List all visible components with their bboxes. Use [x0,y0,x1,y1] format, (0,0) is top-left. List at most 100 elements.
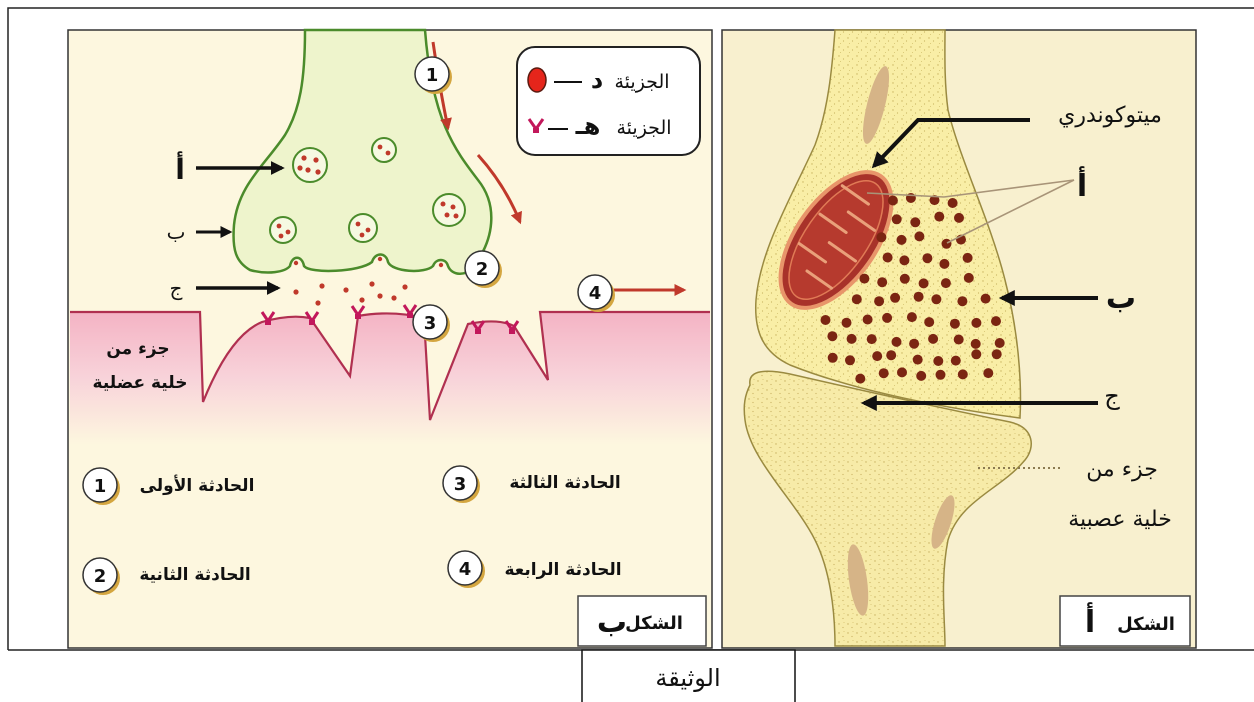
synaptic-vesicle [916,371,926,381]
legend-molecule-d-letter: د [591,66,603,94]
synaptic-vesicle [971,339,981,349]
synaptic-vesicle [855,374,865,384]
event-legend-4-number: 4 [459,559,472,580]
synaptic-vesicle [859,274,869,284]
synaptic-vesicle [936,370,946,380]
muscle-cell-label-line2: خلية عضلية [93,373,188,393]
synaptic-vesicle [821,315,831,325]
synaptic-vesicle [872,351,882,361]
synaptic-vesicle [957,296,967,306]
synaptic-vesicle [934,212,944,222]
synaptic-vesicle [270,217,296,243]
synaptic-vesicle [971,318,981,328]
synaptic-vesicle [876,232,886,242]
synaptic-vesicle [981,294,991,304]
synaptic-vesicle [928,334,938,344]
synaptic-vesicle [991,316,1001,326]
synaptic-vesicle [995,338,1005,348]
synaptic-vesicle [892,337,902,347]
synaptic-vesicle [867,334,877,344]
figure-a-title: الشكل أ [1060,596,1190,646]
synaptic-vesicle [852,294,862,304]
synaptic-vesicle [922,253,932,263]
label-c: ج [170,276,183,300]
label-b-fig-a: ب [1106,281,1136,316]
synaptic-vesicle [900,274,910,284]
molecule-legend: الجزيئة د الجزيئة هـ [517,47,700,155]
neuron-cell-label-line1: جزء من [1086,457,1158,482]
synaptic-vesicle [897,235,907,245]
document-caption: الوثيقة [655,664,720,692]
figure-b-title-letter: ب [597,605,627,640]
label-a: أ [175,151,185,186]
legend-box [517,47,700,155]
label-b: ب [167,220,186,244]
muscle-cell-label-line1: جزء من [106,339,169,359]
synaptic-vesicle [890,293,900,303]
synaptic-vesicle [931,294,941,304]
synaptic-vesicle [963,253,973,263]
synaptic-vesicle [892,214,902,224]
synaptic-vesicle [877,277,887,287]
synaptic-vesicle [954,335,964,345]
event-marker-4-number: 4 [589,283,602,304]
synaptic-vesicle [883,253,893,263]
document-caption-box: الوثيقة [582,650,795,702]
synaptic-vesicle [941,278,951,288]
synaptic-vesicle [899,255,909,265]
synaptic-vesicle [948,198,958,208]
synaptic-vesicle [828,353,838,363]
synaptic-vesicle [983,368,993,378]
event-legend-3-number: 3 [454,474,467,495]
legend-molecule-d-word: الجزيئة [614,71,669,93]
synaptic-vesicle [913,355,923,365]
synaptic-vesicle [433,194,465,226]
synaptic-vesicle [882,313,892,323]
synaptic-vesicle [958,369,968,379]
synaptic-vesicle [939,259,949,269]
synaptic-vesicle [888,196,898,206]
event-marker-1-number: 1 [426,65,439,86]
figure-a-title-letter: أ [1085,602,1095,640]
figure-a-title-word: الشكل [1117,614,1175,635]
event-marker-2-number: 2 [476,259,489,280]
legend-molecule-e-letter: هـ [575,112,601,140]
synaptic-vesicle [879,368,889,378]
synaptic-vesicle [914,231,924,241]
mitochondrion-label: ميتوكوندري [1058,103,1162,128]
event-legend-2-text: الحادثة الثانية [139,565,250,585]
figure-b-panel: أ ب ج جزء من خلية عضلية الجزيئة د الجزيئ… [68,30,712,648]
synaptic-vesicle [293,148,327,182]
synaptic-vesicle [827,331,837,341]
label-c-fig-a: ج [1104,382,1120,410]
synaptic-vesicle [950,319,960,329]
synaptic-vesicle [933,356,943,366]
synaptic-vesicle [914,292,924,302]
event-legend-1-number: 1 [94,476,107,497]
synaptic-vesicle [886,350,896,360]
synaptic-vesicle [964,273,974,283]
synaptic-vesicle [372,138,396,162]
synaptic-vesicle [897,367,907,377]
synaptic-vesicle [951,356,961,366]
synaptic-vesicle [992,349,1002,359]
synaptic-vesicle [942,239,952,249]
synaptic-vesicle [874,296,884,306]
synaptic-vesicle [842,318,852,328]
synaptic-vesicle [907,312,917,322]
synaptic-vesicle [863,315,873,325]
synaptic-vesicle [909,339,919,349]
synaptic-vesicle [845,355,855,365]
label-a-fig-a: أ [1077,166,1087,204]
figure-b-title: الشكل ب [578,596,706,646]
synaptic-vesicle [847,334,857,344]
neuron-cell-label-line2: خلية عصبية [1068,507,1172,532]
figure-a-panel: ميتوكوندري أ ب ج جزء من خلية عصبية الشكل… [722,30,1196,648]
synaptic-vesicle [910,217,920,227]
event-legend-4-text: الحادثة الرابعة [504,560,621,580]
molecule-d-icon [528,68,546,92]
synaptic-vesicle [919,278,929,288]
event-legend-1-text: الحادثة الأولى [140,475,255,496]
synaptic-vesicle [954,213,964,223]
